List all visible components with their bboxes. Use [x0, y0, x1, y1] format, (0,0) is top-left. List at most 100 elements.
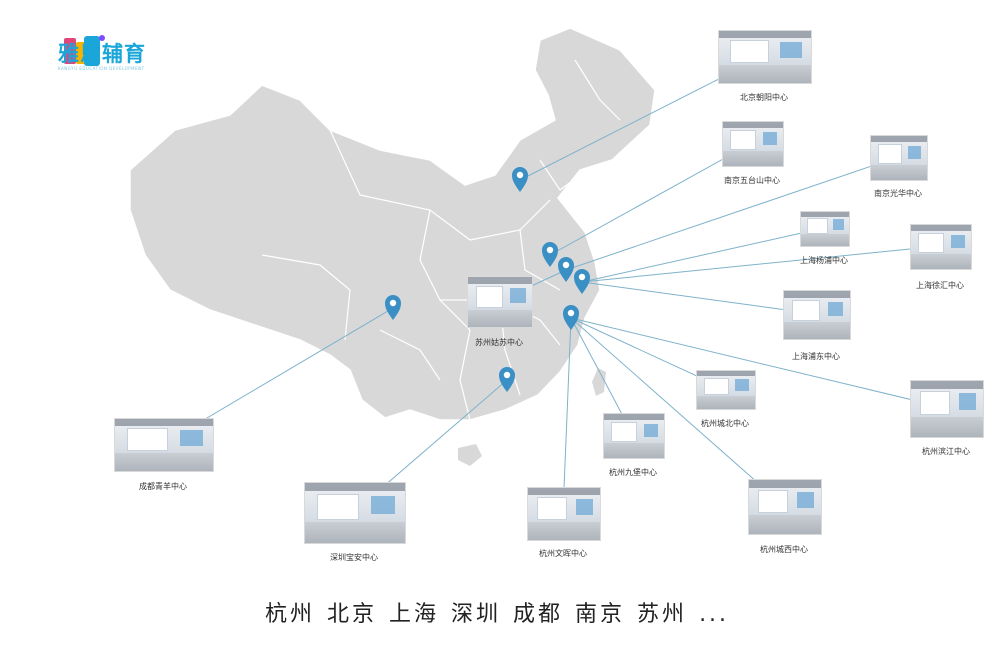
photo-wall	[536, 497, 568, 521]
photo-accent	[510, 288, 526, 303]
center-photo	[870, 135, 928, 181]
photo-wall	[791, 299, 821, 321]
photo-dark	[697, 371, 755, 377]
logo-block-yellow	[76, 42, 86, 64]
center-caption: 南京光华中心	[874, 189, 922, 198]
connector-line	[570, 317, 947, 409]
center-caption: 北京朝阳中心	[740, 93, 788, 102]
center-photo	[722, 121, 784, 167]
city-list: 杭州北京上海深圳成都南京苏州...	[0, 596, 994, 628]
photo-wall	[919, 391, 951, 416]
photo-wall	[877, 143, 903, 164]
location-pin-icon	[385, 295, 401, 320]
connector-line	[581, 281, 817, 315]
center-caption: 深圳宝安中心	[330, 553, 378, 562]
center-photo	[748, 479, 822, 535]
center-caption: 南京五台山中心	[724, 176, 780, 185]
location-pins	[385, 167, 590, 392]
photo-wall	[611, 421, 638, 442]
photo-accent	[907, 145, 922, 159]
center-photo	[527, 487, 601, 541]
photo-accent	[958, 393, 976, 411]
hainan-island	[458, 444, 482, 466]
photo-wall	[703, 377, 730, 396]
photo-dark	[723, 122, 783, 129]
photo-wall	[126, 428, 168, 452]
center-photo	[603, 413, 665, 459]
photo-dark	[749, 480, 821, 488]
photo-dark	[784, 291, 850, 298]
photo-dark	[911, 225, 971, 232]
photo-accent	[827, 301, 844, 316]
photo-dark	[468, 277, 532, 284]
connector-line	[549, 142, 753, 256]
location-pin-icon	[574, 269, 590, 294]
photo-accent	[575, 499, 593, 516]
photo-accent	[179, 430, 204, 447]
photo-accent	[371, 496, 395, 515]
center-caption: 苏州姑苏中心	[475, 338, 523, 347]
photo-wall	[730, 129, 757, 150]
center-caption: 杭州城北中心	[701, 419, 749, 428]
photo-accent	[950, 234, 965, 248]
city-name: 杭州	[264, 602, 315, 627]
city-name: 深圳	[451, 602, 502, 627]
photo-accent	[735, 379, 750, 391]
center-photo	[467, 276, 533, 328]
connector-line	[562, 317, 572, 514]
center-photo	[800, 211, 850, 247]
center-caption: 杭州城西中心	[760, 545, 808, 554]
center-caption: 杭州滨江中心	[922, 447, 970, 456]
photo-dark	[911, 381, 983, 389]
center-photo	[114, 418, 214, 472]
location-pin-icon	[512, 167, 528, 192]
center-photo	[718, 30, 812, 84]
connector-line	[565, 156, 899, 271]
taiwan-island	[592, 368, 606, 396]
photo-dark	[871, 136, 927, 143]
city-name: 北京	[326, 602, 377, 627]
logo-dot	[99, 35, 105, 41]
photo-wall	[918, 232, 945, 253]
city-name: 苏州	[637, 602, 688, 627]
photo-wall	[317, 493, 359, 520]
photo-wall	[806, 218, 828, 234]
location-pin-icon	[558, 257, 574, 282]
location-pin-icon	[499, 367, 515, 392]
brand-name: 雅恩辅育	[58, 42, 146, 66]
connector-line	[581, 245, 941, 283]
city-name: ...	[699, 602, 730, 627]
photo-dark	[801, 212, 849, 217]
photo-dark	[115, 419, 213, 427]
center-caption: 上海浦东中心	[792, 352, 840, 361]
photo-wall	[757, 489, 789, 514]
center-photo	[910, 380, 984, 438]
brand-subtitle: KANGYU EDUCATION DEVELOPMENT	[58, 66, 145, 71]
logo-block-blue	[84, 36, 100, 66]
photo-wall	[730, 40, 769, 64]
photo-dark	[604, 414, 664, 421]
photo-dark	[305, 483, 405, 492]
brand-logo	[64, 35, 105, 66]
photo-accent	[832, 219, 845, 230]
logo-block-pink	[64, 38, 76, 64]
center-caption: 杭州文晖中心	[539, 549, 587, 558]
center-photo	[910, 224, 972, 270]
photo-accent	[779, 42, 802, 59]
location-pin-icon	[563, 305, 579, 330]
center-caption: 杭州九堡中心	[609, 468, 657, 477]
photo-dark	[719, 31, 811, 39]
photo-wall	[475, 286, 504, 308]
city-name: 南京	[575, 602, 626, 627]
photo-accent	[762, 131, 777, 145]
center-photo	[783, 290, 851, 340]
photo-accent	[796, 491, 814, 509]
connector-line	[570, 317, 785, 507]
china-outline	[129, 27, 656, 421]
connector-line	[581, 227, 825, 283]
photo-accent	[643, 423, 658, 437]
center-photo	[304, 482, 406, 544]
center-caption: 上海徐汇中心	[916, 281, 964, 290]
center-photo	[696, 370, 756, 410]
